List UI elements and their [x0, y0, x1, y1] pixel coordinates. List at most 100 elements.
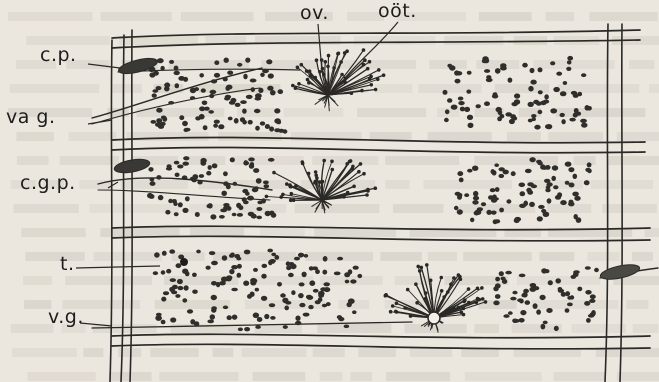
follicle — [169, 60, 174, 64]
follicle — [255, 126, 260, 131]
oocyte — [484, 301, 487, 304]
follicle — [494, 163, 499, 167]
follicle — [569, 118, 575, 122]
follicle — [495, 294, 501, 299]
follicle — [519, 299, 524, 304]
oocyte — [389, 310, 392, 313]
follicle — [536, 102, 542, 106]
follicle — [161, 297, 166, 302]
follicle — [286, 266, 291, 271]
follicle — [454, 206, 459, 210]
follicle — [274, 108, 280, 113]
testis-cluster — [454, 157, 592, 224]
oocyte — [341, 73, 344, 76]
follicle — [242, 109, 247, 114]
follicle — [587, 162, 592, 167]
follicle — [221, 191, 227, 196]
follicle — [267, 249, 273, 253]
follicle — [508, 311, 513, 315]
oocyte — [460, 311, 463, 314]
faint-text-block — [602, 204, 657, 213]
oocyte — [368, 60, 371, 63]
label-vg: v.g. — [48, 306, 84, 328]
oocyte — [351, 168, 354, 171]
follicle — [211, 295, 217, 300]
oocyte — [453, 277, 456, 280]
oocyte — [406, 288, 409, 291]
faint-text-block — [533, 60, 614, 69]
label-vag: va g. — [6, 106, 56, 128]
follicle — [192, 273, 197, 277]
follicle — [209, 251, 215, 255]
follicle — [173, 202, 177, 206]
faint-text-block — [556, 108, 646, 117]
follicle — [192, 290, 198, 294]
oocyte — [426, 264, 429, 267]
follicle — [538, 205, 545, 209]
follicle — [150, 181, 156, 186]
follicle — [268, 158, 275, 162]
follicle — [260, 121, 265, 125]
oocyte — [395, 311, 398, 314]
follicle — [245, 58, 250, 63]
follicle — [499, 271, 504, 276]
follicle — [223, 171, 228, 176]
follicle — [212, 163, 218, 168]
faint-text-block — [632, 252, 653, 261]
follicle — [182, 175, 188, 180]
follicle — [527, 190, 533, 195]
oocyte — [265, 195, 268, 198]
follicle — [154, 252, 160, 257]
follicle — [492, 197, 499, 201]
follicle — [345, 280, 350, 284]
follicle — [500, 66, 507, 70]
follicle — [165, 210, 170, 215]
follicle — [591, 310, 596, 316]
follicle — [543, 100, 549, 104]
septum-line — [112, 334, 650, 337]
faint-text-block — [617, 372, 659, 381]
follicle — [514, 319, 520, 323]
follicle — [219, 215, 225, 219]
follicle — [267, 86, 273, 91]
follicle — [262, 69, 269, 73]
follicle — [248, 120, 253, 125]
follicle — [230, 253, 235, 257]
follicle — [528, 102, 534, 107]
follicle — [149, 194, 155, 199]
follicle — [444, 118, 449, 122]
follicle — [350, 279, 356, 283]
follicle — [519, 183, 526, 188]
follicle — [257, 317, 263, 322]
faint-text-block — [418, 84, 481, 93]
label-t: t. — [60, 253, 75, 275]
follicle — [540, 295, 546, 300]
faint-text-block — [27, 372, 95, 381]
follicle — [161, 116, 166, 120]
follicle — [234, 118, 239, 124]
follicle — [174, 66, 179, 71]
follicle — [206, 171, 211, 176]
follicle — [169, 249, 175, 253]
follicle — [538, 90, 543, 94]
faint-text-block — [357, 108, 426, 117]
follicle — [230, 157, 235, 162]
follicle — [520, 310, 526, 315]
faint-text-block — [548, 132, 603, 141]
follicle — [187, 309, 193, 313]
follicle — [322, 270, 327, 275]
follicle — [464, 107, 470, 112]
follicle — [261, 296, 267, 301]
follicle — [458, 97, 464, 101]
oocyte — [324, 61, 327, 64]
follicle — [555, 278, 561, 283]
follicle — [167, 164, 172, 168]
follicle — [475, 209, 482, 215]
follicle — [544, 94, 549, 99]
follicle — [156, 108, 162, 113]
follicle — [211, 79, 217, 83]
oocyte — [292, 84, 295, 87]
oocyte — [364, 59, 367, 62]
follicle — [264, 314, 269, 319]
follicle — [244, 160, 249, 165]
